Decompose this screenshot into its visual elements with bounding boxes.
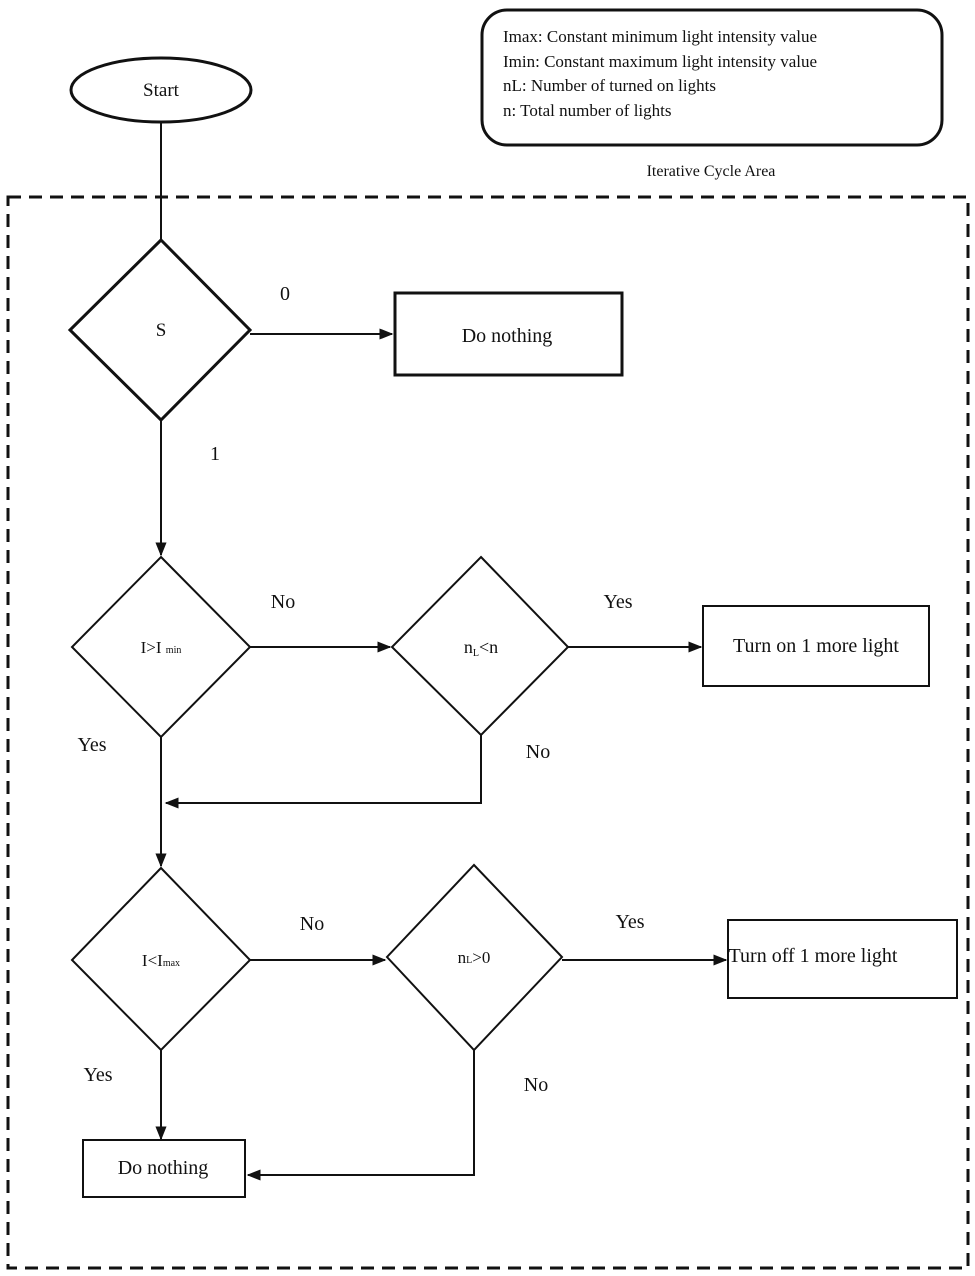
do-nothing-top-label: Do nothing xyxy=(462,325,553,347)
iterative-cycle-area xyxy=(6,195,970,1270)
edge-label: No xyxy=(526,741,550,763)
imin-label: I>I min xyxy=(141,638,182,657)
turn-on-node xyxy=(702,605,930,687)
nl-greater-label: nL>0 xyxy=(458,948,491,967)
do-nothing-bottom-label: Do nothing xyxy=(118,1157,209,1179)
edge-label: Yes xyxy=(615,911,644,933)
edge-label: 0 xyxy=(280,283,290,305)
legend-line: Imin: Constant maximum light intensity v… xyxy=(503,52,817,71)
edge-label: Yes xyxy=(77,734,106,756)
legend-line: nL: Number of turned on lights xyxy=(503,76,716,95)
turn-off-node xyxy=(727,919,958,999)
s-label: S xyxy=(156,320,167,341)
do-nothing-top-node xyxy=(393,291,624,377)
start-label: Start xyxy=(143,80,180,101)
edge-label: No xyxy=(524,1074,548,1096)
arrow xyxy=(246,1050,475,1181)
turn-on-label: Turn on 1 more light xyxy=(733,635,899,657)
legend-line: Imax: Constant minimum light intensity v… xyxy=(503,27,817,46)
edge-label: 1 xyxy=(210,443,220,465)
imax-label: I<Imax xyxy=(142,951,180,970)
nl-less-label: nL<n xyxy=(464,637,498,659)
area-label: Iterative Cycle Area xyxy=(647,163,776,180)
edge-label: Yes xyxy=(83,1064,112,1086)
edge-label: No xyxy=(271,591,295,613)
arrow xyxy=(164,735,482,809)
do-nothing-bottom-node xyxy=(82,1139,246,1198)
turn-off-label: Turn off 1 more light xyxy=(729,945,898,967)
legend-line: n: Total number of lights xyxy=(503,101,671,120)
edge-label: No xyxy=(300,913,324,935)
legend-box: Imax: Constant minimum light intensity v… xyxy=(480,8,944,147)
edge-label: Yes xyxy=(603,591,632,613)
